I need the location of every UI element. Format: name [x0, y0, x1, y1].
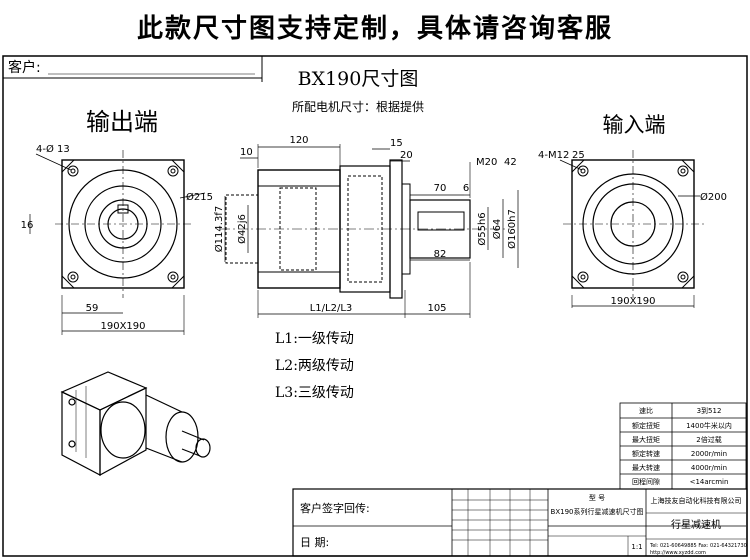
dim-82: 82	[434, 249, 447, 260]
title-block-contact: Tel: 021-60649885 Fax: 021-64321730	[649, 543, 747, 549]
dim-m20: M20	[476, 157, 497, 168]
title-block-type-value: BX190系列行星减速机尺寸图	[551, 507, 644, 516]
dim-42j6: Ø42j6	[236, 214, 248, 244]
dim-length: L1/L2/L3	[310, 303, 353, 314]
spec-value-speed: 2000r/min	[691, 450, 727, 458]
dim-input-depth: 25	[572, 150, 585, 161]
isometric-sketch	[60, 371, 211, 477]
dim-input-pcd: Ø200	[700, 191, 727, 203]
motor-note: 所配电机尺寸：根据提供	[292, 99, 424, 114]
dim-105: 105	[427, 303, 446, 314]
title-block-company: 上海技友自动化科技有限公司	[651, 496, 742, 505]
output-view-label: 输出端	[86, 108, 158, 136]
spec-label-torque: 额定扭矩	[632, 421, 660, 430]
title-block-product: 行星减速机	[671, 518, 721, 531]
dim-output-key: 16	[21, 220, 34, 231]
title-block-type-label: 型 号	[589, 493, 605, 502]
legend-l2: L2:两级传动	[275, 358, 354, 374]
spec-label-max-speed: 最大转速	[632, 463, 660, 472]
input-view-label: 输入端	[603, 113, 666, 137]
dim-output-bolts: 4-Ø 13	[36, 143, 70, 155]
spec-value-torque: 1400牛米以内	[686, 421, 732, 430]
dim-10: 10	[240, 147, 253, 158]
spec-value-max-torque: 2倍过载	[696, 435, 721, 444]
dim-42: 42	[504, 157, 517, 168]
spec-value-max-speed: 4000r/min	[691, 464, 727, 472]
spec-label-max-torque: 最大扭矩	[632, 435, 660, 444]
spec-label-ratio: 速比	[639, 406, 653, 415]
customer-label: 客户:	[8, 59, 41, 76]
spec-value-backlash: <14arcmin	[690, 478, 729, 486]
title-block-date: 日 期:	[300, 536, 329, 549]
dim-55: Ø55h6	[476, 212, 488, 245]
legend-l3: L3:三级传动	[275, 385, 354, 401]
spec-label-speed: 额定转速	[632, 449, 660, 458]
title-block-url: http://www.xyzdd.com	[650, 550, 706, 556]
customer-box	[3, 56, 263, 79]
dim-64: Ø64	[491, 219, 503, 240]
output-end-view	[29, 150, 206, 335]
dim-120: 120	[289, 135, 308, 146]
title-block-scale: 1:1	[631, 543, 642, 551]
dim-70: 70	[434, 183, 447, 194]
title-block-sign: 客户签字回传:	[300, 501, 370, 515]
dim-output-center: 59	[86, 303, 99, 314]
spec-value-ratio: 3到512	[697, 407, 722, 415]
drawing-title: BX190尺寸图	[298, 68, 419, 90]
dim-output-square: 190X190	[100, 321, 145, 332]
side-view	[220, 144, 519, 318]
dim-20: 20	[400, 150, 413, 161]
spec-label-backlash: 回程间隙	[632, 477, 660, 486]
spec-table	[619, 402, 747, 490]
title-block	[292, 488, 748, 557]
dim-6: 6	[463, 183, 469, 194]
banner-title: 此款尺寸图支持定制，具体请咨询客服	[136, 13, 613, 44]
dim-160: Ø160h7	[506, 209, 518, 249]
dim-input-bolts: 4-M12	[538, 150, 569, 161]
dim-15: 15	[390, 138, 403, 149]
dim-input-square: 190X190	[610, 296, 655, 307]
input-end-view	[559, 150, 704, 308]
dim-output-pcd: Ø215	[186, 191, 213, 203]
legend-l1: L1:一级传动	[275, 331, 354, 347]
dim-114: Ø114.3f7	[213, 206, 225, 252]
